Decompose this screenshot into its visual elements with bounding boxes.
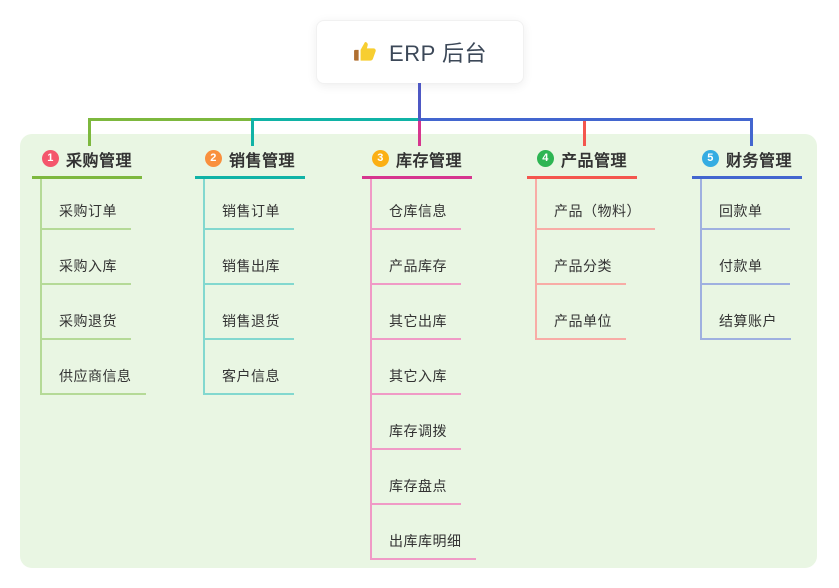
branch-children-list: 销售订单销售出库销售退货客户信息 xyxy=(203,179,294,395)
branch-title-label: 采购管理 xyxy=(66,152,133,170)
branch-title-label: 库存管理 xyxy=(396,152,463,170)
branch-number-badge: 2 xyxy=(205,150,222,167)
branch-children-list: 采购订单采购入库采购退货供应商信息 xyxy=(40,179,146,395)
child-node[interactable]: 结算账户 xyxy=(702,285,791,340)
mindmap-panel: 1 采购管理采购订单采购入库采购退货供应商信息 2 销售管理销售订单销售出库销售退货客… xyxy=(20,134,817,568)
branch-number-badge: 4 xyxy=(537,150,554,167)
branch-title-1[interactable]: 1 采购管理 xyxy=(32,144,143,179)
child-node[interactable]: 库存调拨 xyxy=(372,395,461,450)
branch-title-3[interactable]: 3 库存管理 xyxy=(362,144,473,179)
branch-title-2[interactable]: 2 销售管理 xyxy=(195,144,306,179)
child-node[interactable]: 仓库信息 xyxy=(372,179,461,230)
branch-column-5: 5 财务管理回款单付款单结算账户 xyxy=(692,144,803,340)
branch-children-list: 回款单付款单结算账户 xyxy=(700,179,791,340)
branch-title-label: 财务管理 xyxy=(726,152,793,170)
branch-number-badge: 3 xyxy=(372,150,389,167)
child-node[interactable]: 供应商信息 xyxy=(42,340,146,395)
child-node[interactable]: 采购入库 xyxy=(42,230,131,285)
branch-children-list: 仓库信息产品库存其它出库其它入库库存调拨库存盘点出库库明细 xyxy=(370,179,476,560)
child-node[interactable]: 产品库存 xyxy=(372,230,461,285)
child-node[interactable]: 产品（物料） xyxy=(537,179,655,230)
child-node[interactable]: 付款单 xyxy=(702,230,790,285)
child-node[interactable]: 销售退货 xyxy=(205,285,294,340)
branch-children-list: 产品（物料）产品分类产品单位 xyxy=(535,179,655,340)
branch-column-3: 3 库存管理仓库信息产品库存其它出库其它入库库存调拨库存盘点出库库明细 xyxy=(362,144,476,560)
branch-column-2: 2 销售管理销售订单销售出库销售退货客户信息 xyxy=(195,144,306,395)
thumbs-up-icon xyxy=(353,39,379,65)
child-node[interactable]: 产品单位 xyxy=(537,285,626,340)
connector-elbow-branch-3 xyxy=(418,118,421,146)
child-node[interactable]: 出库库明细 xyxy=(372,505,476,560)
connector-elbow-branch-2 xyxy=(251,118,421,146)
child-node[interactable]: 采购订单 xyxy=(42,179,131,230)
child-node[interactable]: 采购退货 xyxy=(42,285,131,340)
child-node[interactable]: 销售订单 xyxy=(205,179,294,230)
child-node[interactable]: 产品分类 xyxy=(537,230,626,285)
branch-column-4: 4 产品管理产品（物料）产品分类产品单位 xyxy=(527,144,655,340)
root-stem-line xyxy=(418,83,421,121)
connector-elbow-branch-5 xyxy=(418,118,753,146)
root-node-label: ERP 后台 xyxy=(389,41,487,66)
child-node[interactable]: 销售出库 xyxy=(205,230,294,285)
branch-number-badge: 5 xyxy=(702,150,719,167)
child-node[interactable]: 客户信息 xyxy=(205,340,294,395)
root-node-erp[interactable]: ERP 后台 xyxy=(316,20,524,84)
branch-title-label: 销售管理 xyxy=(229,152,296,170)
branch-number-badge: 1 xyxy=(42,150,59,167)
branch-column-1: 1 采购管理采购订单采购入库采购退货供应商信息 xyxy=(32,144,146,395)
branch-title-label: 产品管理 xyxy=(561,152,628,170)
branch-title-5[interactable]: 5 财务管理 xyxy=(692,144,803,179)
child-node[interactable]: 其它出库 xyxy=(372,285,461,340)
child-node[interactable]: 库存盘点 xyxy=(372,450,461,505)
child-node[interactable]: 其它入库 xyxy=(372,340,461,395)
branch-title-4[interactable]: 4 产品管理 xyxy=(527,144,638,179)
child-node[interactable]: 回款单 xyxy=(702,179,790,230)
